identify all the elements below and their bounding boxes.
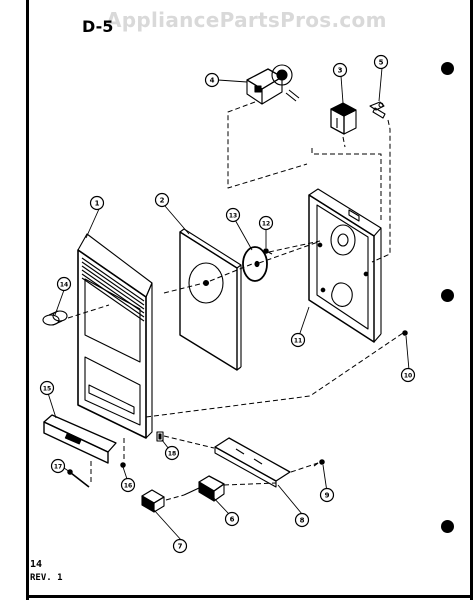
clip-18-part <box>156 431 164 442</box>
callout-8-label: 8 <box>300 517 305 525</box>
callout-2-label: 2 <box>160 197 165 205</box>
fan-disc <box>242 246 268 282</box>
watermark-text: AppliancePartsPros.com <box>106 8 387 32</box>
callout-9-label: 9 <box>325 492 330 500</box>
revision-label: REV. 1 <box>30 573 63 583</box>
callout-18 <box>164 445 180 461</box>
page-number: 14 <box>30 559 43 570</box>
name-plate <box>43 414 117 464</box>
callout-10-label: 10 <box>404 373 412 380</box>
callout-7-label: 7 <box>178 543 183 551</box>
callout-9 <box>319 487 335 503</box>
section-label: D-5 <box>82 17 114 36</box>
callout-7 <box>172 538 188 554</box>
callout-14 <box>56 276 72 292</box>
screw-10-part <box>402 330 408 336</box>
pin <box>67 469 90 488</box>
frame-bottom-edge <box>26 595 473 598</box>
callout-3 <box>332 62 348 78</box>
callout-11-label: 11 <box>294 338 302 345</box>
callout-1 <box>89 195 105 211</box>
frame-right-edge <box>470 0 473 600</box>
callout-2 <box>154 192 170 208</box>
callout-13-label: 13 <box>229 213 237 220</box>
binder-hole-middle <box>441 289 454 302</box>
front-panel <box>77 233 153 439</box>
callout-4-label: 4 <box>210 77 215 85</box>
switch <box>183 475 225 502</box>
callout-16 <box>120 477 136 493</box>
leader-lines <box>47 67 410 542</box>
callout-8 <box>294 512 310 528</box>
screw-16-part <box>120 462 126 468</box>
bracket <box>214 437 291 488</box>
callout-5-label: 5 <box>379 59 384 67</box>
callout-6 <box>224 511 240 527</box>
switch-cap <box>141 489 165 513</box>
callout-10 <box>400 367 416 383</box>
callout-5 <box>373 54 389 70</box>
callout-13 <box>225 207 241 223</box>
callout-16-label: 16 <box>124 483 132 490</box>
callout-14-label: 14 <box>60 282 68 289</box>
housing <box>308 188 382 343</box>
screw-12-part <box>263 248 273 255</box>
callout-4 <box>204 72 220 88</box>
callout-18-label: 18 <box>168 451 176 458</box>
callout-17 <box>50 458 66 474</box>
callout-15-label: 15 <box>43 386 51 393</box>
motor <box>246 64 300 105</box>
callout-3-label: 3 <box>338 67 343 75</box>
rear-panel <box>179 228 242 371</box>
callout-17-label: 17 <box>54 464 62 471</box>
binder-hole-top <box>441 62 454 75</box>
callout-6-label: 6 <box>230 516 235 524</box>
binder-hole-bottom <box>441 520 454 533</box>
callout-11 <box>290 332 306 348</box>
frame-left-edge <box>26 0 29 600</box>
callout-12 <box>258 215 274 231</box>
knob <box>42 310 68 326</box>
callout-15 <box>39 380 55 396</box>
callout-12-label: 12 <box>262 221 270 228</box>
dashed-assembly-lines <box>67 101 404 501</box>
callout-1-label: 1 <box>95 200 100 208</box>
clip-5-part <box>369 101 386 119</box>
switch-block <box>330 102 357 135</box>
